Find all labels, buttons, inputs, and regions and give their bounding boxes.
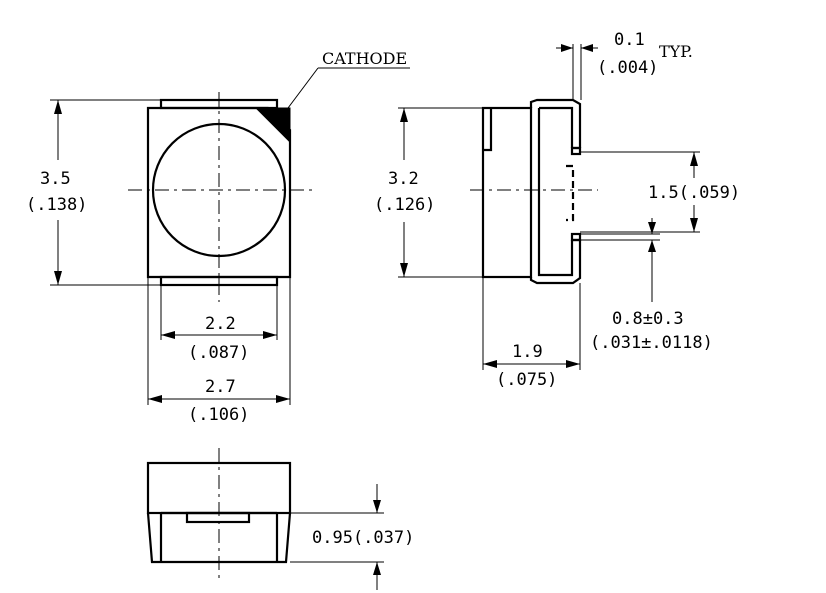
bottom-lead-tab <box>185 511 251 524</box>
height-mm-label: 3.5 <box>40 169 71 189</box>
side-lens-shell <box>529 98 582 285</box>
body-width-in-label: (.106) <box>188 405 249 425</box>
cathode-marker <box>254 107 291 144</box>
gap-mm-label: 0.1 <box>614 30 645 50</box>
side-height-mm-label: 3.2 <box>388 169 419 189</box>
lead-width-mm-label: 0.8±0.3 <box>612 309 684 329</box>
pad-width-mm-label: 2.2 <box>205 314 236 334</box>
top-view: CATHODE 3.5 (.138) 2.2 (.087) 2.7 (.106) <box>26 49 410 425</box>
pad-width-in-label: (.087) <box>188 343 249 363</box>
lead-pitch-label: 1.5(.059) <box>648 183 740 203</box>
cathode-label: CATHODE <box>322 49 407 68</box>
top-body-outline <box>146 106 292 279</box>
depth-in-label: (.075) <box>496 370 557 390</box>
depth-mm-label: 1.9 <box>512 342 543 362</box>
side-height-in-label: (.126) <box>374 195 435 215</box>
gap-typ-label: TYP. <box>659 42 693 61</box>
gap-in-label: (.004) <box>597 58 658 78</box>
side-lead-bottom <box>570 232 582 242</box>
side-lead-top <box>570 146 582 156</box>
lead-width-in-label: (.031±.0118) <box>590 333 713 353</box>
side-view: 3.2 (.126) 0.1 (.004) TYP. 1.5(.059) 0.8… <box>374 30 740 390</box>
side-body-block <box>481 106 533 279</box>
body-width-mm-label: 2.7 <box>205 377 236 397</box>
bottom-height-label: 0.95(.037) <box>312 528 414 548</box>
height-in-label: (.138) <box>26 195 87 215</box>
bottom-view: 0.95(.037) <box>146 448 414 590</box>
